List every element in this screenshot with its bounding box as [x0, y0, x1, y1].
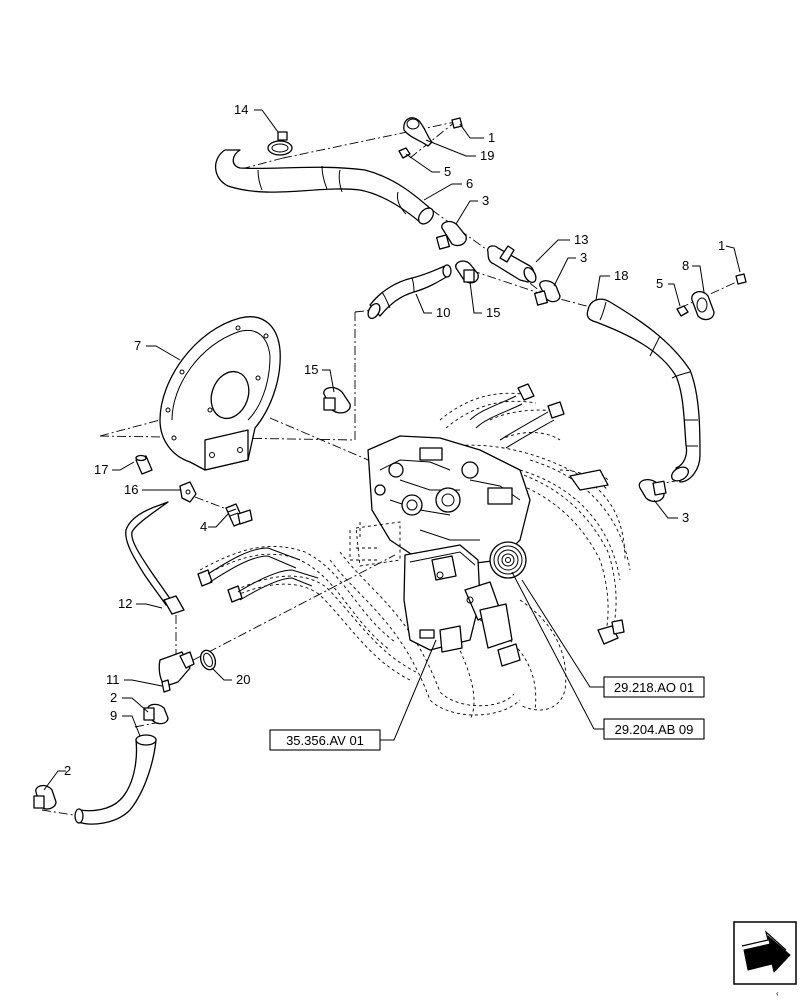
- o-ring-20: [199, 649, 217, 671]
- bolt-1-right: [735, 273, 747, 285]
- callout-20: 20: [236, 672, 250, 687]
- bolt-4: [225, 503, 253, 527]
- callout-3-a: 3: [482, 193, 489, 208]
- elbow-11: [158, 651, 195, 693]
- tee-13: [487, 245, 537, 284]
- callout-7: 7: [134, 338, 141, 353]
- leader-lines: [43, 109, 741, 791]
- callout-1-upper: 1: [488, 130, 495, 145]
- hydraulic-lines-upper: [469, 395, 555, 449]
- callout-5-upper: 5: [444, 164, 451, 179]
- clamp-14: [267, 131, 293, 156]
- corner-mark: ‹: [776, 989, 779, 998]
- callout-13: 13: [574, 232, 588, 247]
- callout-10: 10: [436, 305, 450, 320]
- callouts: 14 1 19 5 6 3 13 3 18 1 8 5 10 15 15 7 1…: [64, 102, 725, 778]
- callout-16: 16: [124, 482, 138, 497]
- reference-boxes: 29.218.AO 01 29.204.AB 09 35.356.AV 01: [269, 676, 705, 751]
- housing-plate-7: [159, 316, 281, 471]
- callout-18: 18: [614, 268, 628, 283]
- dowel-17: [135, 454, 153, 475]
- callout-2-lower: 2: [64, 763, 71, 778]
- callout-15-upper: 15: [486, 305, 500, 320]
- tube-12: [125, 501, 185, 615]
- reference-label-c: 35.356.AV 01: [286, 733, 364, 748]
- hose-9: [74, 734, 157, 825]
- p-clip-8: [691, 290, 715, 321]
- reference-box-b[interactable]: 29.204.AB 09: [603, 718, 705, 740]
- callout-5-right: 5: [656, 276, 663, 291]
- callout-1-right: 1: [718, 238, 725, 253]
- callout-6: 6: [466, 176, 473, 191]
- clamp-15-lower: [323, 386, 351, 414]
- hose-18: [586, 298, 701, 483]
- hydraulic-lines-left: [197, 547, 319, 603]
- callout-12: 12: [118, 596, 132, 611]
- clamp-2-lower: [33, 784, 57, 810]
- callout-8: 8: [682, 258, 689, 273]
- callout-2-upper: 2: [110, 690, 117, 705]
- clamp-3-b: [533, 280, 561, 306]
- callout-11: 11: [106, 672, 120, 687]
- callout-14: 14: [234, 102, 248, 117]
- clip-16: [179, 481, 197, 503]
- hose-6: [214, 149, 435, 225]
- nut-5-right: [676, 305, 689, 317]
- callout-3-c: 3: [682, 510, 689, 525]
- callout-4: 4: [200, 519, 207, 534]
- clamp-2-upper: [143, 703, 169, 725]
- bolt-1-upper: [451, 117, 463, 129]
- hose-10: [367, 264, 452, 320]
- callout-15-lower: 15: [304, 362, 318, 377]
- callout-17: 17: [94, 462, 108, 477]
- reference-label-b: 29.204.AB 09: [615, 722, 694, 737]
- callout-3-b: 3: [580, 250, 587, 265]
- clamp-3-a: [435, 220, 467, 250]
- p-clip-19: [403, 117, 433, 147]
- reference-box-c[interactable]: 35.356.AV 01: [269, 729, 381, 751]
- reference-label-a: 29.218.AO 01: [614, 680, 694, 695]
- callout-19: 19: [480, 148, 494, 163]
- nut-5-upper: [398, 147, 411, 159]
- callout-9: 9: [110, 708, 117, 723]
- pump-assembly: [199, 383, 631, 721]
- clamp-15-upper: [455, 260, 479, 284]
- clamp-3-c: [638, 478, 667, 503]
- reference-box-a[interactable]: 29.218.AO 01: [603, 676, 705, 698]
- next-page-arrow-icon[interactable]: [733, 921, 797, 985]
